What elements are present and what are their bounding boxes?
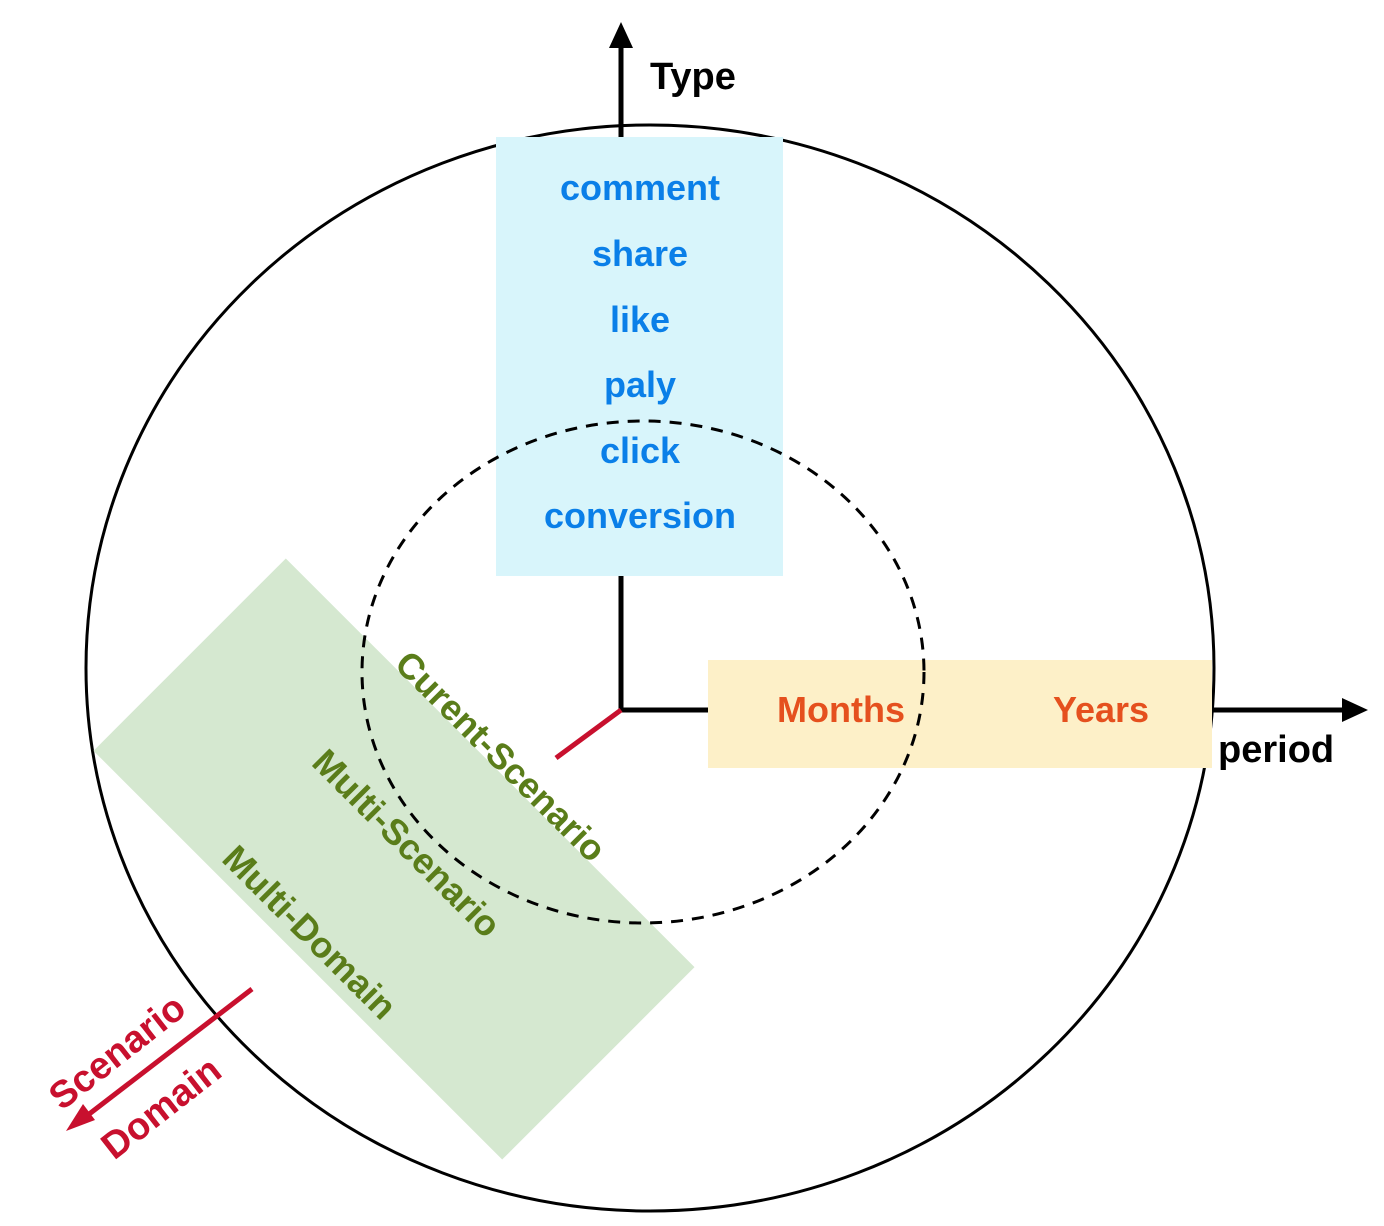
type-item-share: share — [592, 233, 688, 274]
type-item-comment: comment — [560, 167, 720, 208]
type-item-click: click — [600, 430, 681, 471]
period-box — [708, 660, 1212, 768]
type-items: comment share like paly click conversion — [544, 167, 736, 536]
period-items: Months Years — [777, 689, 1149, 730]
period-axis-label: period — [1218, 729, 1334, 771]
scenario-axis-inner — [554, 707, 623, 761]
scenario-box — [93, 558, 695, 1160]
type-item-conversion: conversion — [544, 495, 736, 536]
type-axis-arrowhead — [609, 22, 633, 48]
scenario-axis-outer — [82, 987, 254, 1120]
scenario-axis-arrowhead — [66, 1104, 95, 1131]
type-item-like: like — [610, 299, 670, 340]
type-axis-label: Type — [650, 56, 736, 98]
inner-dashed-circle — [360, 419, 926, 925]
outer-circle — [84, 123, 1216, 1213]
type-item-paly: paly — [604, 364, 676, 405]
period-item-months: Months — [777, 689, 905, 730]
period-item-years: Years — [1053, 689, 1149, 730]
period-axis-arrowhead — [1342, 698, 1368, 722]
type-box — [496, 137, 783, 576]
